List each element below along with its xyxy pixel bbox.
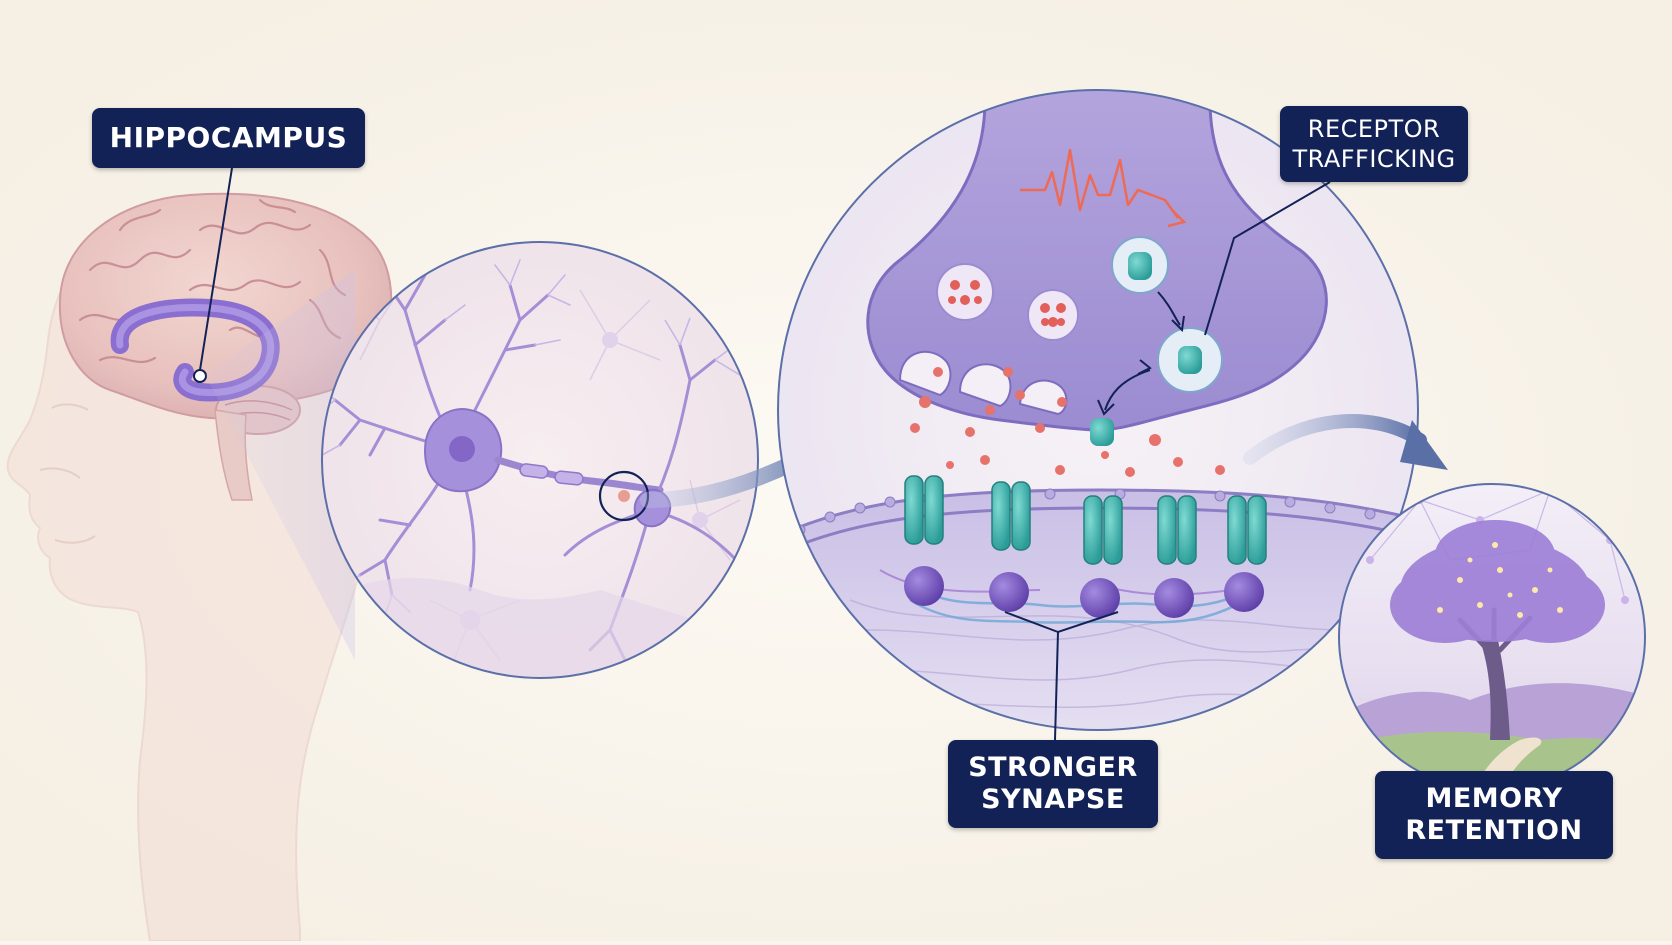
hippocampus-label: HIPPOCAMPUS <box>92 108 365 168</box>
receptor-leader-line <box>1204 181 1331 336</box>
hippocampus-leader-line <box>199 167 233 371</box>
neuron-magnified-view <box>321 241 759 679</box>
vesicle <box>1027 289 1079 341</box>
vesicle <box>936 263 994 321</box>
memory-retention-label-line1: MEMORY <box>1425 783 1563 814</box>
stronger-synapse-label: STRONGER SYNAPSE <box>948 740 1158 828</box>
receptor-trafficking-label-line2: TRAFFICKING <box>1292 145 1456 173</box>
receptor-vesicle <box>1111 236 1169 294</box>
stronger-synapse-label-line2: SYNAPSE <box>981 784 1125 815</box>
receptor-trafficking-label-line1: RECEPTOR <box>1307 115 1441 143</box>
memory-retention-label-line2: RETENTION <box>1405 815 1583 846</box>
hippocampus-pointer-dot <box>193 369 207 383</box>
receptor-vesicle-docking <box>1157 327 1223 393</box>
synapse-leader-line <box>1004 611 1119 741</box>
synapse-magnified-view <box>777 89 1419 731</box>
arrow-to-memory <box>1243 414 1427 465</box>
zoom-funnel <box>205 270 355 660</box>
receptor-array <box>904 475 1267 618</box>
receptor-trafficking-label: RECEPTOR TRAFFICKING <box>1280 106 1468 182</box>
arrow-head-to-memory <box>1400 420 1448 470</box>
memory-retention-label: MEMORY RETENTION <box>1375 771 1613 859</box>
hippocampus-label-text: HIPPOCAMPUS <box>109 121 348 154</box>
stronger-synapse-label-line1: STRONGER <box>968 752 1138 783</box>
